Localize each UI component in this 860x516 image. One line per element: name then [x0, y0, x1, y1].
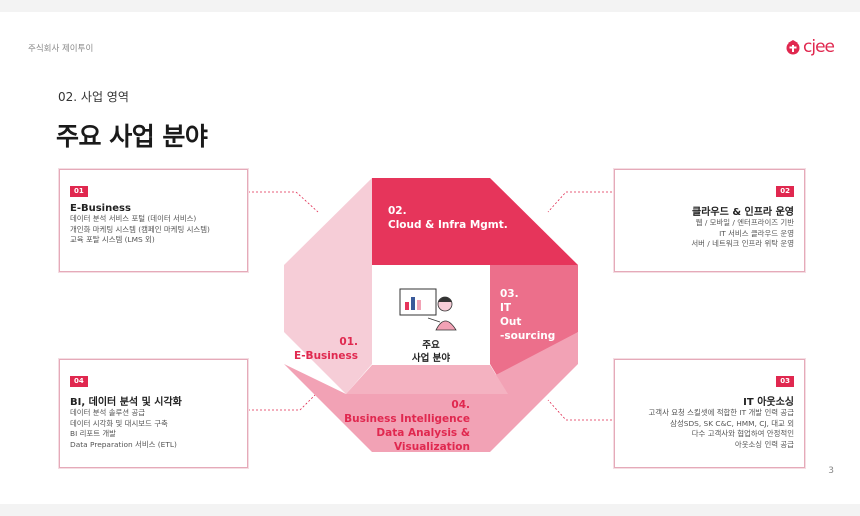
seg4-line2: Data Analysis & [376, 427, 470, 439]
card-04-badge: 04 [70, 376, 88, 387]
card-03-line: 고객사 요청 스킬셋에 적합한 IT 개발 인력 공급 [648, 408, 794, 417]
seg4-number: 04. [451, 399, 470, 411]
seg3-line1: IT [500, 302, 512, 314]
logo: cjee [785, 37, 835, 57]
card-03-badge: 03 [776, 376, 794, 387]
card-02-line: 서버 / 네트워크 인프라 위탁 운영 [691, 239, 794, 248]
seg3-line2: Out [500, 316, 521, 328]
card-02-line: 웹 / 모바일 / 엔터프라이즈 기반 [695, 218, 794, 227]
connector-03 [547, 399, 612, 421]
card-03-line: 다수 고객사와 협업하여 안정적인 [691, 429, 794, 438]
card-03-title: IT 아웃소싱 [743, 397, 794, 408]
card-03-line: 삼성SDS, SK C&C, HMM, CJ, 대교 외 [670, 418, 794, 428]
card-02-badge: 02 [776, 186, 794, 197]
seg3-line3: -sourcing [500, 330, 555, 342]
connector-04 [248, 391, 319, 411]
business-diagram: 주요 사업 분야 01. E-Business 02. Cloud & Infr… [248, 178, 612, 453]
card-01-badge: 01 [70, 186, 88, 197]
card-04-line: 데이터 시각화 및 대시보드 구축 [70, 418, 168, 428]
seg2-name: Cloud & Infra Mgmt. [388, 219, 508, 231]
seg1-name: E-Business [294, 350, 358, 362]
card-01-line: 데이터 분석 서비스 포털 (데이터 서비스) [70, 214, 197, 223]
connector-02 [547, 191, 612, 213]
page-number: 3 [828, 466, 834, 476]
seg1-number: 01. [339, 336, 358, 348]
slide: 주식회사 제이투이 cjee 02. 사업 영역 주요 사업 분야 [0, 12, 860, 504]
seg3-number: 03. [500, 288, 519, 300]
logo-text: cjee [803, 37, 835, 57]
center-label-line2: 사업 분야 [412, 352, 451, 364]
seg4-line3: Visualization [394, 441, 470, 453]
card-01-title: E-Business [70, 203, 131, 214]
card-01-line: 개인화 마케팅 시스템 (캠페인 마케팅 시스템) [70, 224, 210, 234]
card-02-line: IT 서비스 클라우드 운영 [719, 228, 794, 238]
center-label-line1: 주요 [422, 340, 440, 351]
segment-01 [284, 178, 372, 394]
segment-03 [490, 265, 578, 394]
connector-01 [248, 191, 319, 213]
card-e-business: 01 E-Business 데이터 분석 서비스 포털 (데이터 서비스) 개인… [59, 169, 248, 272]
card-cloud-infra: 02 클라우드 & 인프라 운영 웹 / 모바일 / 엔터프라이즈 기반 IT … [614, 169, 805, 272]
card-01-line: 교육 포탈 시스템 (LMS 외) [70, 235, 155, 244]
card-03-line: 아웃소싱 인력 공급 [734, 439, 794, 449]
card-it-outsourcing: 03 IT 아웃소싱 고객사 요청 스킬셋에 적합한 IT 개발 인력 공급 삼… [614, 359, 805, 468]
card-bi-analysis: 04 BI, 데이터 분석 및 시각화 데이터 분석 솔루션 공급 데이터 시각… [59, 359, 248, 468]
presenter-illustration-icon [399, 288, 457, 331]
logo-icon [786, 40, 800, 55]
seg4-line1: Business Intelligence [344, 413, 470, 425]
segment-02 [372, 178, 578, 265]
card-02-title: 클라우드 & 인프라 운영 [692, 207, 794, 218]
card-04-line: Data Preparation 서비스 (ETL) [70, 439, 177, 449]
section-heading: 02. 사업 영역 [58, 90, 129, 104]
card-04-line: BI 리포트 개발 [70, 429, 116, 438]
page-title: 주요 사업 분야 [56, 122, 208, 151]
card-04-line: 데이터 분석 솔루션 공급 [70, 408, 146, 417]
seg2-number: 02. [388, 205, 407, 217]
card-04-title: BI, 데이터 분석 및 시각화 [70, 397, 182, 408]
company-name: 주식회사 제이투이 [28, 44, 94, 54]
